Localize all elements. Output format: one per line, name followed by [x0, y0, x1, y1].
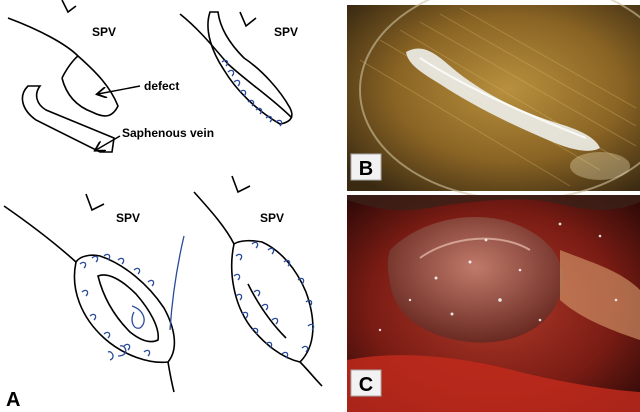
checkmark-mark	[61, 0, 77, 14]
sketch3-sutures	[79, 235, 185, 361]
saphenous-vein-outline	[21, 85, 115, 153]
checkmark-mark	[85, 193, 105, 212]
svg-text:B: B	[359, 158, 373, 180]
sketch-1	[7, 0, 119, 153]
vein-arrow	[96, 135, 121, 150]
sketch2-sutures	[221, 59, 283, 127]
inner-suture-line	[247, 283, 287, 339]
panel-a: SPV defect Saphenous vein SPV	[3, 0, 323, 393]
panel-b-tag: B	[350, 153, 382, 181]
vessel-defect-outline	[61, 55, 79, 79]
panel-b-photo	[347, 0, 640, 201]
sketch-4	[193, 175, 323, 387]
checkmark-mark	[239, 11, 257, 28]
vessel-tissue	[387, 217, 563, 343]
sketch4-sutures	[233, 241, 315, 359]
checkmark-mark	[231, 175, 251, 194]
panel-c-tag: C	[350, 369, 382, 397]
sketch1-spv-label: SPV	[92, 25, 116, 39]
defect-arrow	[98, 85, 141, 94]
defect-label: defect	[144, 79, 179, 93]
tail-line	[299, 361, 323, 387]
vessel-wall-outline	[193, 191, 235, 245]
suture-loop	[131, 305, 145, 329]
vessel-wall-outline	[7, 17, 119, 117]
sketch4-spv-label: SPV	[260, 211, 284, 225]
patch-outer-outline	[73, 254, 176, 364]
sketch3-spv-label: SPV	[116, 211, 140, 225]
patch-outline	[207, 11, 293, 125]
vein-specimen	[406, 48, 600, 151]
saphenous-vein-label: Saphenous vein	[122, 126, 214, 140]
suture-thread	[169, 235, 185, 331]
svg-text:C: C	[359, 374, 373, 396]
patch-inner-outline	[97, 274, 160, 343]
tail-line	[167, 361, 175, 393]
panel-a-tag: A	[6, 389, 20, 411]
sketch2-spv-label: SPV	[274, 25, 298, 39]
panel-c-photo	[347, 195, 640, 412]
sketch-3	[3, 193, 176, 393]
vessel-wall-outline	[3, 205, 77, 263]
